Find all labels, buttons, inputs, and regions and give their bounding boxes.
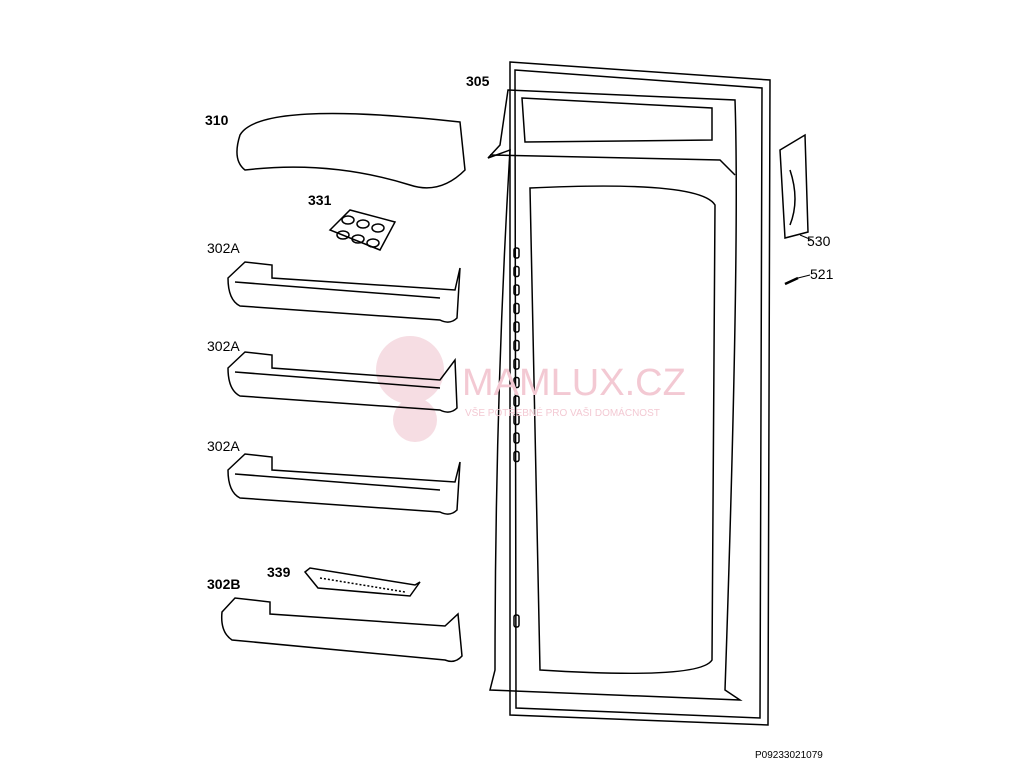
shelf-slot (513, 247, 520, 259)
part-331-egg-tray (328, 209, 397, 251)
part-521-screw (784, 274, 811, 286)
shelf-slot (513, 376, 520, 389)
drawing-code: P09233021079 (755, 750, 823, 761)
watermark-mascot (376, 336, 444, 442)
shelf-slot (513, 413, 520, 426)
shelf-slot (513, 395, 520, 407)
part-305-door (487, 61, 771, 726)
watermark-brand: MAMLUX.CZ (462, 362, 686, 404)
part-310-cover (236, 112, 466, 189)
shelf-slot (513, 614, 520, 628)
label-305: 305 (466, 73, 490, 89)
label-331: 331 (308, 192, 332, 208)
shelf-slot (513, 432, 520, 444)
part-302A-shelf-3 (227, 453, 461, 515)
label-310: 310 (205, 112, 229, 128)
part-302A-shelf-2 (227, 351, 458, 413)
part-302A-shelf-1 (227, 261, 461, 323)
watermark-tagline: VŠE POTŘEBNÉ PRO VAŠI DOMÁCNOST (465, 408, 660, 419)
shelf-slot (513, 358, 520, 370)
part-530-handle (779, 133, 813, 241)
label-521: 521 (810, 266, 834, 282)
shelf-slot (513, 339, 520, 352)
label-339: 339 (267, 564, 291, 580)
shelf-slot (513, 450, 520, 463)
label-302A-2: 302A (207, 338, 240, 354)
part-339-retainer (303, 567, 421, 597)
shelf-slot (513, 302, 520, 315)
part-302B-shelf (220, 597, 463, 663)
shelf-slot (513, 284, 520, 296)
label-302A-3: 302A (207, 438, 240, 454)
shelf-slot (513, 265, 520, 278)
label-302B: 302B (207, 576, 241, 592)
shelf-slot (513, 321, 520, 333)
label-530: 530 (807, 233, 831, 249)
label-302A-1: 302A (207, 240, 240, 256)
